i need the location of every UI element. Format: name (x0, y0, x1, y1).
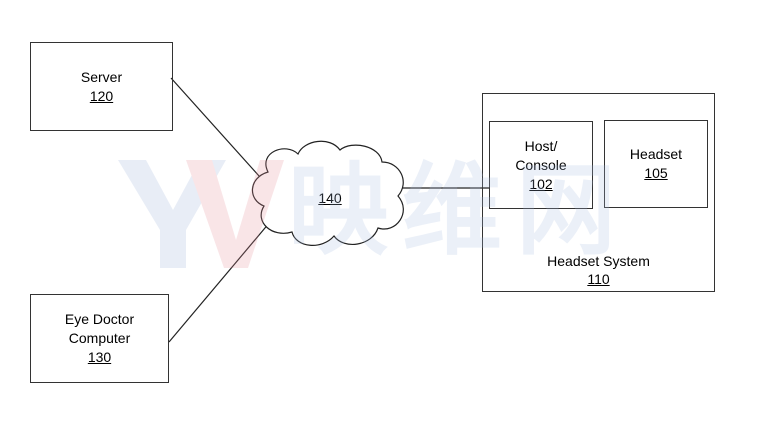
headset-node (604, 120, 708, 208)
eye-doctor-computer-node (30, 294, 169, 383)
link-server-network (170, 77, 269, 187)
network-cloud (251, 140, 404, 246)
server-ref: 120 (89, 88, 114, 104)
eye-doctor-name-line1: Eye Doctor (64, 311, 135, 327)
headset-name: Headset (629, 146, 683, 162)
server-name: Server (80, 69, 123, 85)
server-node (30, 42, 173, 131)
headset-system-ref: 110 (587, 271, 610, 287)
eye-doctor-ref: 130 (87, 349, 112, 365)
link-eyedoctor-network (168, 221, 271, 343)
host-name-line1: Host/ (524, 138, 558, 154)
headset-system-name: Headset System (547, 253, 650, 269)
host-ref: 102 (529, 176, 553, 192)
host-name-line2: Console (515, 157, 567, 173)
host-console-node (489, 121, 593, 209)
eye-doctor-name-line2: Computer (68, 330, 131, 346)
headset-ref: 105 (644, 165, 668, 181)
headset-system-node (482, 93, 715, 292)
network-ref: 140 (318, 190, 342, 206)
